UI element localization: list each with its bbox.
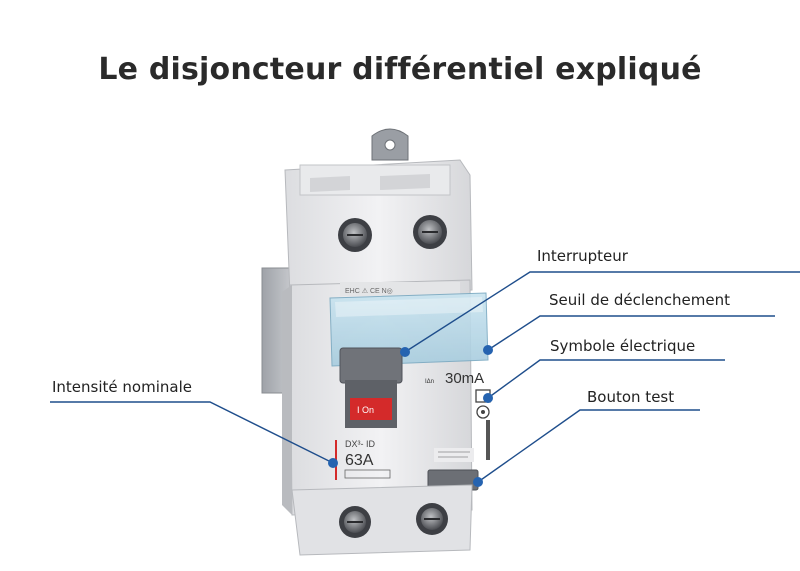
callout-line-bouton	[477, 409, 700, 483]
sensitivity-marking: 30mA	[445, 370, 484, 387]
svg-text:IΔn: IΔn	[425, 379, 434, 385]
label-seuil: Seuil de déclenchement	[549, 291, 730, 309]
page-title: Le disjoncteur différentiel expliqué	[98, 52, 702, 87]
dot-intensite	[328, 458, 338, 468]
label-symbole: Symbole électrique	[550, 337, 696, 355]
label-bouton-test: Bouton test	[587, 388, 675, 406]
dot-seuil	[483, 345, 493, 355]
dot-bouton	[473, 477, 483, 487]
top-screw-right	[413, 215, 447, 249]
label-interrupteur: Interrupteur	[537, 247, 628, 265]
bottom-screw-left	[339, 506, 371, 538]
dot-interrupteur	[400, 347, 410, 357]
callout-line-symbole	[487, 359, 725, 399]
model-marking: DX³- ID	[345, 439, 375, 449]
bottom-screw-right	[416, 503, 448, 535]
label-intensite: Intensité nominale	[52, 378, 192, 396]
rating-marking: 63A	[345, 452, 374, 469]
svg-text:ЕНС ⚠ CE N◎: ЕНС ⚠ CE N◎	[345, 287, 393, 295]
dot-symbole	[483, 393, 493, 403]
lever-switch: I On	[339, 347, 403, 428]
top-screw-left	[338, 218, 372, 252]
callout-line-intensite	[50, 401, 334, 464]
callout-line-interrupteur	[404, 271, 800, 353]
lower-housing	[291, 484, 473, 556]
callout-line-seuil	[487, 315, 775, 351]
lever-label: I On	[357, 405, 374, 415]
